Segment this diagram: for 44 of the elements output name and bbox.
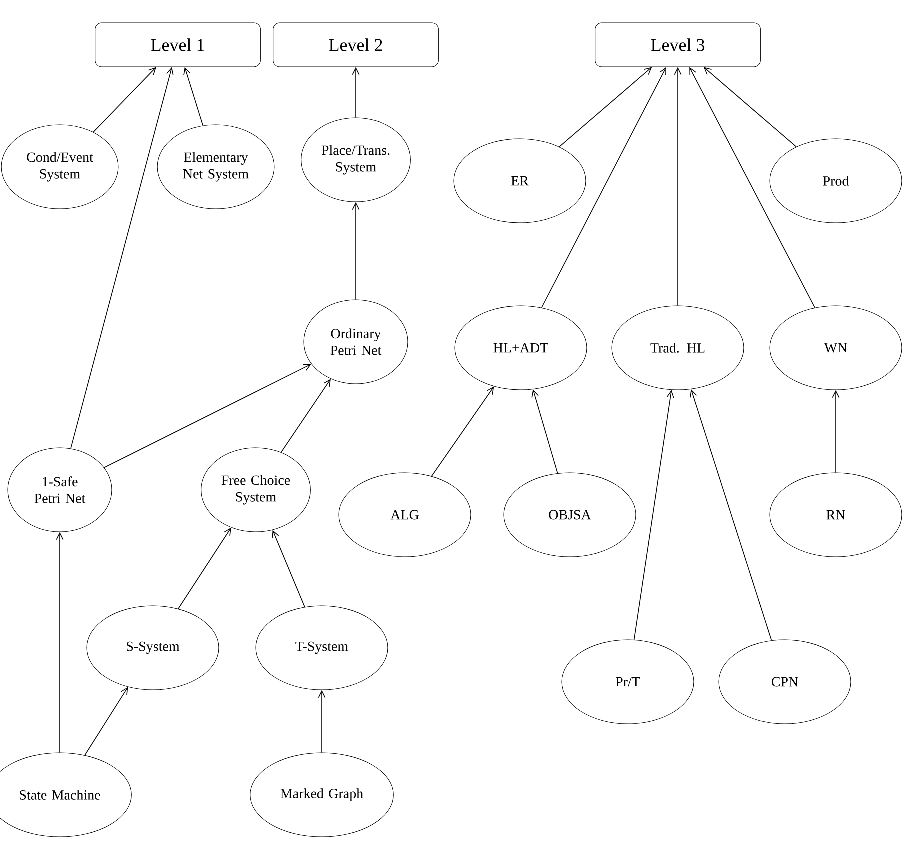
arrow xyxy=(704,67,797,148)
ellipse-node: T-System xyxy=(256,606,388,690)
arrow xyxy=(690,67,816,308)
ellipse-node: 1-Safe Petri Net xyxy=(8,448,112,532)
ellipse-node: Free Choice System xyxy=(201,448,311,532)
level-box: Level 1 xyxy=(95,22,261,68)
ellipse-node: Prod xyxy=(770,138,902,224)
ellipse-node: HL+ADT xyxy=(454,306,588,390)
arrow xyxy=(178,528,232,610)
arrow xyxy=(690,389,772,641)
level-box: Level 3 xyxy=(595,22,761,68)
arrow xyxy=(280,379,331,453)
ellipse-node: S-System xyxy=(86,606,220,690)
ellipse-node: RN xyxy=(770,472,902,558)
ellipse-node: Ordinary Petri Net xyxy=(304,300,408,384)
arrow xyxy=(541,67,666,308)
arrow xyxy=(272,530,306,608)
ellipse-node: WN xyxy=(770,306,902,390)
ellipse-node: CPN xyxy=(718,640,852,724)
arrow xyxy=(84,687,128,756)
arrow xyxy=(93,67,156,133)
level-box: Level 2 xyxy=(273,22,439,68)
arrow xyxy=(352,202,360,300)
ellipse-node: ER xyxy=(454,138,586,224)
ellipse-node: OBJSA xyxy=(504,472,636,558)
ellipse-node: Trad. HL xyxy=(612,306,744,390)
arrow xyxy=(70,67,174,450)
arrow xyxy=(352,67,360,118)
arrow xyxy=(104,364,312,468)
ellipse-node: ALG xyxy=(338,472,472,558)
arrow xyxy=(56,532,64,754)
ellipse-node: Cond/Event System xyxy=(1,124,119,210)
arrow xyxy=(318,690,326,754)
ellipse-node: Elementary Net System xyxy=(157,124,275,210)
arrow xyxy=(184,67,204,126)
arrow xyxy=(559,67,652,148)
arrow xyxy=(431,386,494,477)
ellipse-node: Pr/T xyxy=(562,640,694,724)
ellipse-node: Place/Trans. System xyxy=(301,118,411,202)
ellipse-node: Marked Graph xyxy=(250,752,394,838)
arrow xyxy=(674,67,682,306)
arrow xyxy=(532,390,558,474)
arrow xyxy=(634,390,674,640)
arrow xyxy=(832,390,840,474)
